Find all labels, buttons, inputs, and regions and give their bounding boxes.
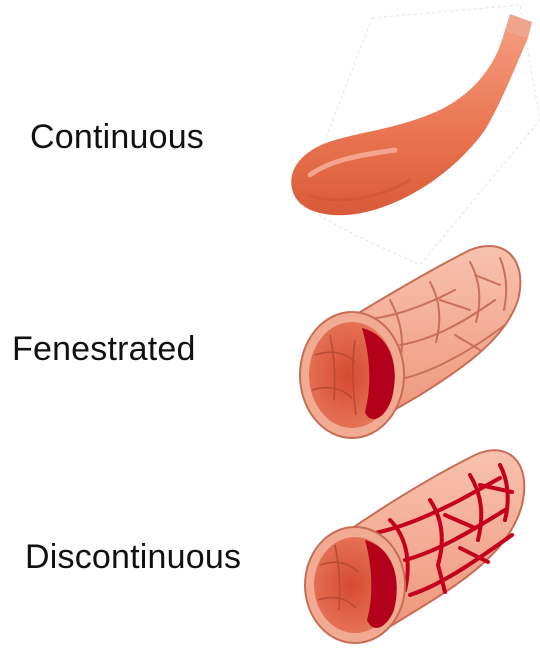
fenestrated-capillary bbox=[300, 246, 520, 438]
continuous-capillary bbox=[291, 5, 540, 265]
discontinuous-capillary bbox=[305, 450, 524, 643]
